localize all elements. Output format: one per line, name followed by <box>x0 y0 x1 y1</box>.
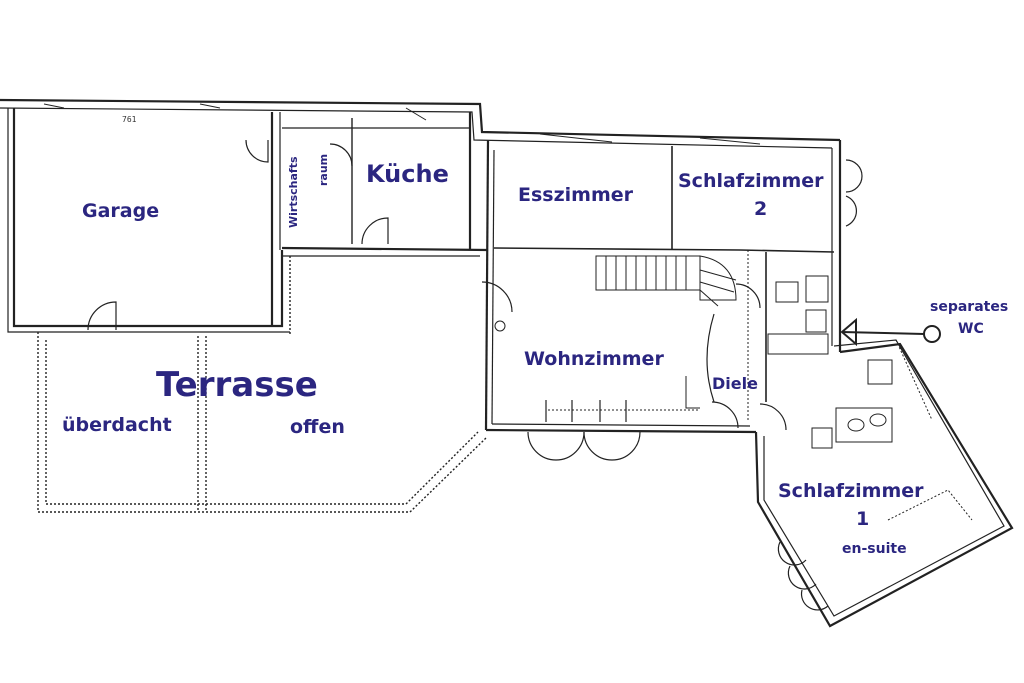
windows <box>777 159 863 611</box>
exterior-walls <box>0 98 1014 628</box>
room-label-offen: offen <box>290 416 345 438</box>
bathroom-fixtures <box>767 275 973 521</box>
room-label-schlafzimmer1: Schlafzimmer <box>778 480 924 502</box>
terrace-outline <box>37 256 487 513</box>
room-label-schlafzimmer2-number: 2 <box>754 198 768 220</box>
doors <box>87 139 787 431</box>
room-label-garage: Garage <box>82 200 160 222</box>
interior-details <box>43 103 767 420</box>
room-label-wirtschaftsraum-1: Wirtschafts <box>287 156 300 229</box>
wc-pointer <box>840 317 941 347</box>
room-label-schlafzimmer1-number: 1 <box>856 508 870 530</box>
staircase <box>595 255 737 307</box>
room-label-ensuite: en-suite <box>842 541 907 557</box>
room-label-ueberdacht: überdacht <box>62 414 172 436</box>
room-label-wirtschaftsraum-2: raum <box>317 153 330 186</box>
room-label-kueche: Küche <box>366 160 449 188</box>
room-label-terrasse: Terrasse <box>156 365 318 405</box>
patio-doors <box>527 400 641 461</box>
room-label-schlafzimmer2: Schlafzimmer <box>678 170 824 192</box>
room-label-wc: WC <box>958 321 984 337</box>
room-label-wohnzimmer: Wohnzimmer <box>524 348 664 370</box>
room-label-esszimmer: Esszimmer <box>518 184 634 206</box>
room-label-diele: Diele <box>712 374 758 393</box>
room-label-separates: separates <box>930 299 1009 315</box>
dimension-label: 761 <box>122 115 137 124</box>
